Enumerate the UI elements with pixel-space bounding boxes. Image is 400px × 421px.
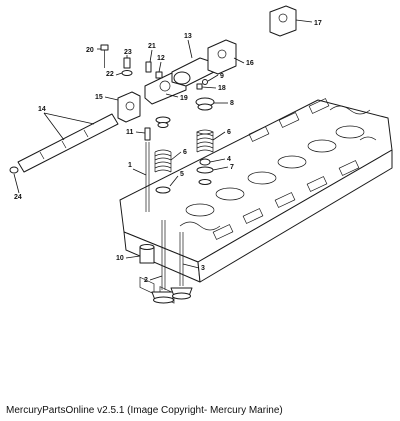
callout-23: 23 [124,49,132,56]
callout-1: 1 [128,162,132,169]
shaft-end-plug [9,166,19,174]
callout-20: 20 [86,47,94,54]
callout-2: 2 [144,277,148,284]
callout-9: 9 [220,73,224,80]
callout-5: 5 [180,171,184,178]
spring-seat-left [155,186,171,194]
callout-labels: 20 23 22 15 14 24 21 12 13 16 17 9 18 19… [14,20,322,284]
callout-4: 4 [227,156,231,163]
callout-8: 8 [230,100,234,107]
spring-seat-lower [198,179,212,185]
valve-spring-right [196,129,214,153]
callout-11: 11 [126,129,134,136]
callout-15: 15 [95,94,103,101]
image-caption: MercuryPartsOnline v2.5.1 (Image Copyrig… [6,405,283,416]
push-rod [144,127,151,141]
support-bolt [100,44,109,68]
valve-retainer-left [155,116,171,128]
callout-6-right: 6 [227,129,231,136]
rocker-support [117,91,141,123]
valve-pockets [179,98,377,240]
callout-18: 18 [218,85,226,92]
locknut-18 [196,83,203,90]
callout-22: 22 [106,71,114,78]
rocker-bracket-17 [269,5,297,37]
exhaust-valve [170,232,193,300]
callout-13: 13 [184,33,192,40]
spring-seat [196,166,214,174]
valve-guide [139,244,155,264]
valve-train-diagram: 20 23 22 15 14 24 21 12 13 16 17 9 18 19… [9,5,393,304]
valve-retainer [195,97,215,111]
valve-stem-seal [199,158,211,166]
intake-valve [151,220,176,304]
cylinder-head [119,98,393,304]
adjust-screw [121,57,133,76]
valve-spring-left [154,149,172,173]
callout-17: 17 [314,20,322,27]
lock-nut-9 [202,79,208,85]
callout-6-left: 6 [183,149,187,156]
callout-14: 14 [38,106,46,113]
rocker-arm-13 [171,57,215,87]
rocker-shaft [17,113,119,173]
callout-24: 24 [14,194,22,201]
callout-7: 7 [230,164,234,171]
callout-19: 19 [180,95,188,102]
callout-16: 16 [246,60,254,67]
rocker-bracket-16 [207,39,237,75]
callout-10: 10 [116,255,124,262]
callout-21: 21 [148,43,156,50]
callout-3: 3 [201,265,205,272]
leader-lines [13,19,313,281]
callout-12: 12 [157,55,165,62]
